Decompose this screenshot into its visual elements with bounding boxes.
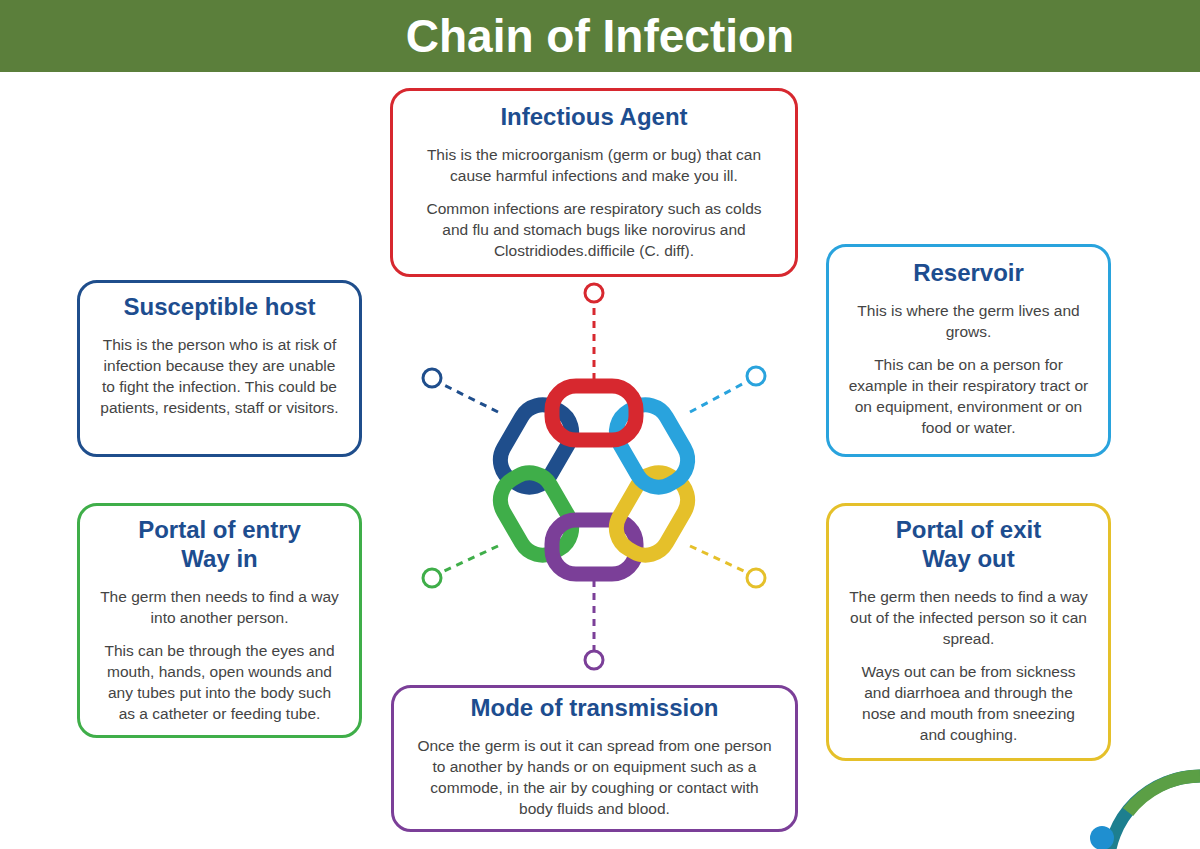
box-body: Once the germ is out it can spread from … [414,735,775,819]
leader-end [423,569,441,587]
leader-line [440,383,498,412]
leader-end [585,651,603,669]
leader-end [747,367,765,385]
title: Chain of Infection [0,0,1200,72]
box-body: Common infections are respiratory such a… [413,198,775,261]
leader-end [585,284,603,302]
box-heading: Portal of entry [100,516,339,545]
info-box: Mode of transmissionOnce the germ is out… [391,685,798,832]
box-heading: Susceptible host [98,293,341,322]
info-box: Portal of entryWay in The germ then needs… [77,503,362,738]
box-body: The germ then needs to find a way out of… [849,586,1088,649]
box-body: This is where the germ lives and grows. [847,300,1090,342]
leader-end [747,569,765,587]
leader-ends [423,284,765,669]
info-box: Susceptible hostThis is the person who i… [77,280,362,457]
box-body: This is the microorganism (germ or bug) … [413,144,775,186]
leader-end [423,369,441,387]
logo-arc [1108,776,1200,849]
leader-line [593,302,596,380]
leader-line [593,580,596,651]
box-heading: Portal of exit [849,516,1088,545]
corner-logo [1090,776,1200,849]
box-body: This can be through the eyes and mouth, … [100,640,339,724]
info-box: Infectious AgentThis is the microorganis… [390,88,798,277]
logo-dot [1090,826,1114,849]
leader-line [690,381,748,412]
box-body: The germ then needs to find a way into a… [100,586,339,628]
leader-lines [440,302,748,651]
info-box: Portal of exitWay outThe germ then needs… [826,503,1111,761]
leader-line [690,546,748,573]
box-heading: Reservoir [847,259,1090,288]
box-heading: Infectious Agent [413,103,775,132]
leader-line [440,546,498,573]
box-heading: Way in [100,545,339,574]
box-body: Ways out can be from sickness and diarrh… [849,661,1088,745]
chain-links [492,386,697,574]
box-body: This is the person who is at risk of inf… [98,334,341,418]
box-heading: Way out [849,545,1088,574]
box-heading: Mode of transmission [414,694,775,723]
info-box: ReservoirThis is where the germ lives an… [826,244,1111,457]
chain-link [552,386,636,440]
box-body: This can be on a person for example in t… [847,354,1090,438]
logo-arc [1128,776,1200,812]
